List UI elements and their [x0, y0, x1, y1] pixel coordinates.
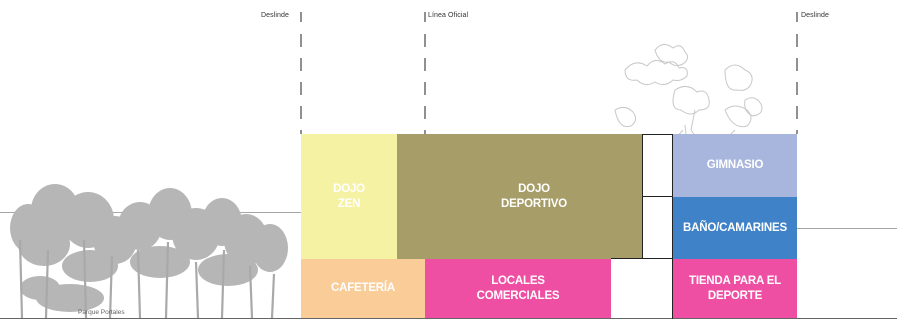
- park-label: Parque Portales: [78, 309, 125, 316]
- deslinde-left-label: Deslinde: [261, 12, 290, 19]
- circulation-void-upper: [642, 134, 673, 197]
- room-dojo-zen: DOJO ZEN: [301, 134, 397, 259]
- room-banos-label: BAÑO/CAMARINES: [683, 221, 787, 234]
- trees-illustration: [10, 184, 288, 319]
- circulation-void-ground: [611, 258, 673, 319]
- dojo-deportivo-extension: [397, 134, 425, 259]
- room-cafeteria: CAFETERÍA: [301, 259, 425, 318]
- room-locales-label: LOCALES COMERCIALES: [476, 275, 560, 302]
- room-locales-comerciales: LOCALES COMERCIALES: [425, 259, 611, 318]
- room-tienda-label: TIENDA PARA EL DEPORTE: [689, 275, 781, 302]
- room-dojo-zen-label: DOJO ZEN: [333, 183, 365, 210]
- room-gimnasio: GIMNASIO: [673, 134, 797, 197]
- circulation-void-lower: [642, 196, 673, 259]
- room-banos-camarines: BAÑO/CAMARINES: [673, 197, 797, 259]
- room-tienda-deporte: TIENDA PARA EL DEPORTE: [673, 259, 797, 318]
- room-dojo-deportivo-label: DOJO DEPORTIVO: [501, 183, 567, 210]
- deslinde-right-label: Deslinde: [801, 12, 830, 19]
- room-gimnasio-label: GIMNASIO: [706, 159, 764, 172]
- linea-oficial-label: Línea Oficial: [428, 12, 469, 19]
- room-dojo-deportivo: DOJO DEPORTIVO: [425, 134, 643, 259]
- room-cafeteria-label: CAFETERÍA: [330, 282, 395, 295]
